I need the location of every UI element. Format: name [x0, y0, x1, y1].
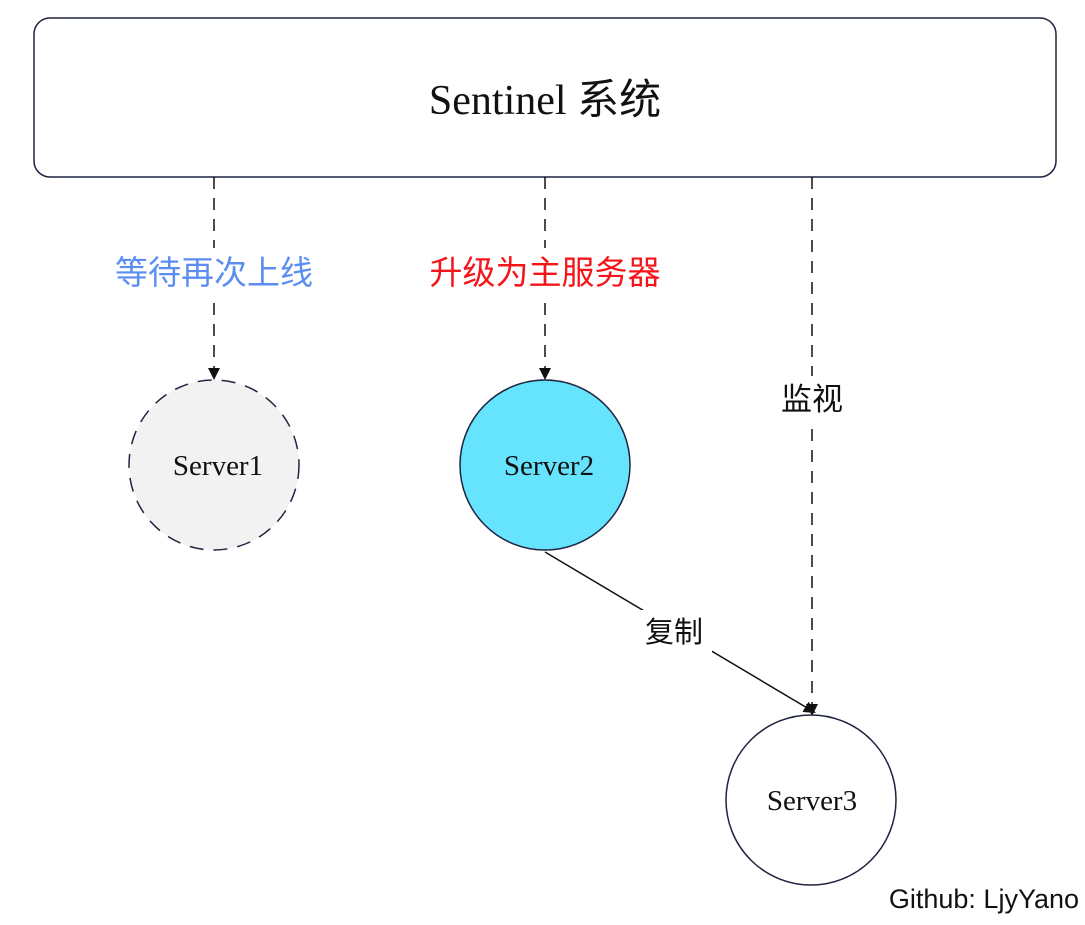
- label-bg-server1: [100, 248, 328, 298]
- node-server1[interactable]: Server1: [128, 379, 300, 551]
- sentinel-system-box[interactable]: Sentinel 系统: [33, 17, 1057, 178]
- node-server3-label: Server3: [767, 785, 857, 817]
- node-server2[interactable]: Server2: [459, 379, 631, 551]
- label-server1-waiting: 等待再次上线: [115, 253, 313, 292]
- node-server3[interactable]: Server3: [725, 714, 897, 886]
- label-server3-monitor: 监视: [781, 382, 843, 418]
- node-server2-circle: [459, 379, 631, 551]
- node-server1-label: Server1: [173, 450, 263, 482]
- node-server3-circle: [725, 714, 897, 886]
- label-bg-replication: [636, 610, 712, 654]
- node-server1-circle: [128, 379, 300, 551]
- label-bg-server2: [414, 248, 676, 298]
- sentinel-system-title: Sentinel 系统: [429, 78, 661, 124]
- node-server2-label: Server2: [504, 450, 594, 482]
- label-replication: 复制: [645, 615, 703, 649]
- label-bg-server3: [770, 376, 854, 422]
- watermark-text: Github: LjyYano: [888, 884, 1079, 914]
- label-server2-promote: 升级为主服务器: [430, 253, 661, 292]
